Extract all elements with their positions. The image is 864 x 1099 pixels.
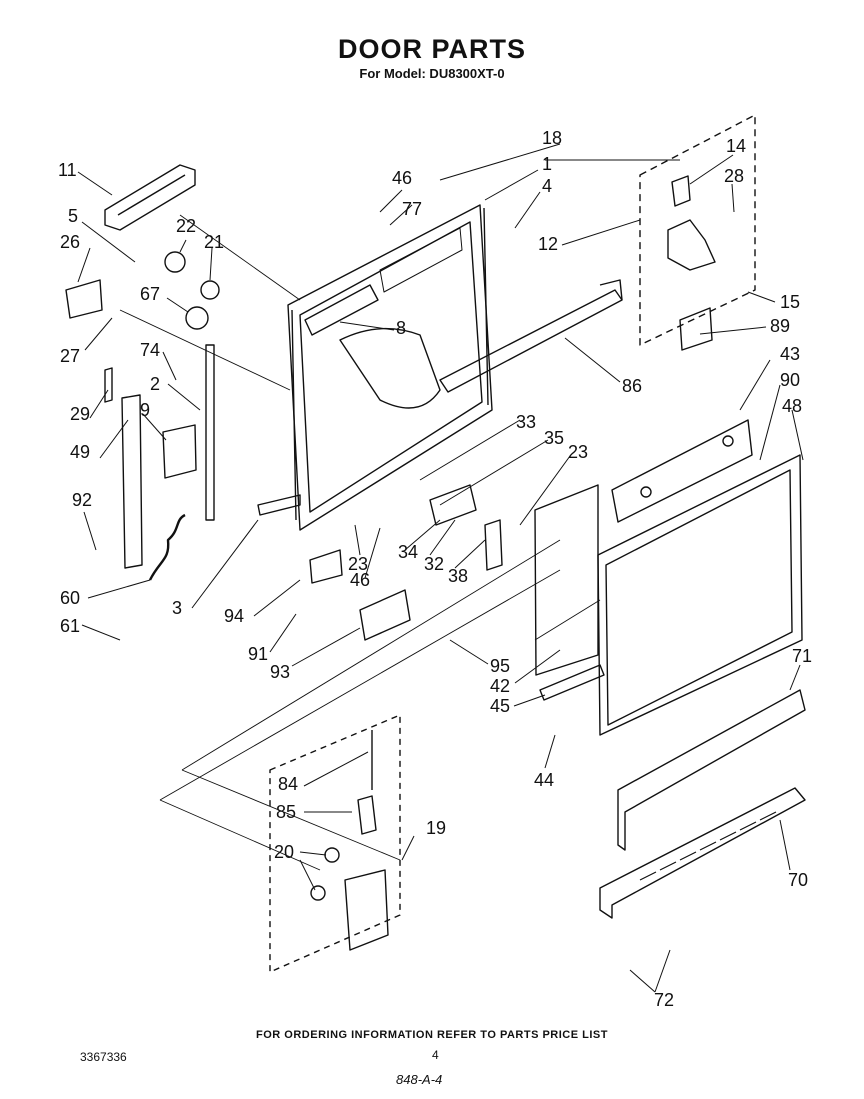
callout-35: 35 — [544, 428, 564, 448]
callout-26: 26 — [60, 232, 80, 252]
hinge-assembly — [639, 114, 756, 351]
callout-21: 21 — [204, 232, 224, 252]
inner-door-panel — [287, 204, 493, 531]
callout-77: 77 — [402, 199, 422, 219]
outer-door-panels — [534, 419, 803, 736]
lower-bracket-assembly — [269, 714, 401, 973]
strike-bracket — [439, 279, 623, 393]
callout-85: 85 — [276, 802, 296, 822]
callout-92: 92 — [72, 490, 92, 510]
callout-1: 1 — [542, 154, 552, 174]
callout-34: 34 — [398, 542, 418, 562]
callout-48: 48 — [782, 396, 802, 416]
top-trim-part — [104, 164, 196, 231]
callout-67: 67 — [140, 284, 160, 304]
callout-14: 14 — [726, 136, 746, 156]
callout-4: 4 — [542, 176, 552, 196]
callout-74: 74 — [140, 340, 160, 360]
callout-23-left: 23 — [348, 554, 368, 574]
ordering-note: FOR ORDERING INFORMATION REFER TO PARTS … — [256, 1029, 608, 1041]
callout-70: 70 — [788, 870, 808, 890]
callout-8: 8 — [396, 318, 406, 338]
callout-29: 29 — [70, 404, 90, 424]
callout-60: 60 — [60, 588, 80, 608]
callout-72: 72 — [654, 990, 674, 1010]
callout-32: 32 — [424, 554, 444, 574]
callout-33: 33 — [516, 412, 536, 432]
callout-61: 61 — [60, 616, 80, 636]
page-title: DOOR PARTS — [337, 34, 526, 64]
callout-93: 93 — [270, 662, 290, 682]
callout-27: 27 — [60, 346, 80, 366]
callout-86: 86 — [622, 376, 642, 396]
callout-84: 84 — [278, 774, 298, 794]
callout-44: 44 — [534, 770, 554, 790]
callout-12: 12 — [538, 234, 558, 254]
callout-28: 28 — [724, 166, 744, 186]
left-side-parts — [65, 251, 411, 641]
callout-91: 91 — [248, 644, 268, 664]
callout-89: 89 — [770, 316, 790, 336]
callout-71: 71 — [792, 646, 812, 666]
model-subtitle: For Model: DU8300XT-0 — [359, 66, 505, 81]
callout-46-top: 46 — [392, 168, 412, 188]
callout-18: 18 — [542, 128, 562, 148]
callout-95: 95 — [490, 656, 510, 676]
callout-9: 9 — [140, 400, 150, 420]
page-number: 4 — [432, 1048, 439, 1062]
callout-3: 3 — [172, 598, 182, 618]
callout-11: 11 — [58, 160, 77, 180]
projection-lines — [119, 159, 680, 871]
page-code: 848-A-4 — [396, 1072, 443, 1087]
callout-90: 90 — [780, 370, 800, 390]
callout-22: 22 — [176, 216, 196, 236]
callout-42: 42 — [490, 676, 510, 696]
callout-45: 45 — [490, 696, 510, 716]
leader-lines — [77, 143, 804, 993]
latch-parts — [429, 484, 605, 701]
callout-38: 38 — [448, 566, 468, 586]
document-number: 3367336 — [80, 1050, 127, 1064]
callout-15: 15 — [780, 292, 800, 312]
callout-43: 43 — [780, 344, 800, 364]
callout-23-right: 23 — [568, 442, 588, 462]
callout-20: 20 — [274, 842, 294, 862]
callout-labels: 11 5 26 22 21 67 27 74 2 29 9 49 92 60 6… — [58, 128, 812, 1010]
callout-46-bottom: 46 — [350, 570, 370, 590]
callout-94: 94 — [224, 606, 244, 626]
callout-5: 5 — [68, 206, 78, 226]
vent-panels — [599, 689, 806, 919]
callout-19: 19 — [426, 818, 446, 838]
callout-2: 2 — [150, 374, 160, 394]
callout-49: 49 — [70, 442, 90, 462]
